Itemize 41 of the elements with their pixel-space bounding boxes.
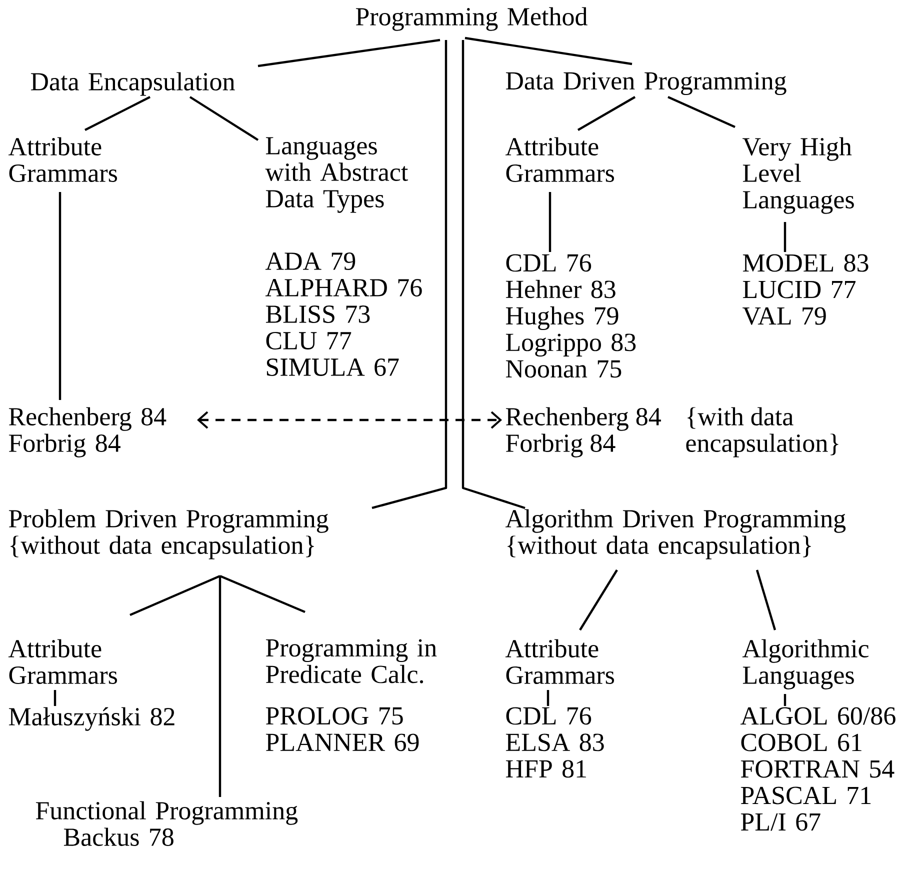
branch-line [577,96,636,131]
branch-line [189,96,259,141]
branch-line [130,574,220,616]
branch-line [372,40,448,510]
category-list: Languages with Abstract Data Types ADA 79 ALPHARD 76 BLISS 73 CLU 77 SIMULA 67 [265,137,422,376]
branch-line [784,694,786,706]
category-label: Attribute Grammars [8,639,117,684]
category-label: Attribute Grammars [8,137,117,182]
category-label: Very High Level Languages [742,137,854,214]
branch-line [220,574,306,614]
branch-line [579,569,618,631]
branch-line [258,38,440,68]
category-label: Attribute Grammars [505,137,614,182]
category-label: Data Encapsulation [30,72,235,96]
category-list: Programming in Predicate Calc. PROLOG 75 PLANNER 69 [266,639,437,752]
branch-line [548,192,552,252]
dashed-double-arrow [197,411,502,429]
branch-line [668,96,736,128]
category-label: Problem Driven Programming {without data encapsulation} [8,509,328,560]
category-label: Data Driven Programming [506,72,786,96]
language-list: Małuszyński 82 [8,707,174,731]
branch-line [54,690,56,706]
branch-line [756,570,776,630]
language-list: CDL 76 ELSA 83 HFP 81 [506,707,604,778]
branch-line [462,40,526,510]
category-label: Algorithm Driven Programming {without data encapsulation} [505,509,846,560]
language-list: MODEL 83 LUCID 77 VAL 79 [742,254,868,325]
category-label: Functional Programming Backus 78 [36,801,298,846]
branch-line [58,192,62,400]
branch-line [546,690,550,706]
language-list: CDL 76 Hehner 83 Hughes 79 Logrippo 83 Noonan 75 [506,254,636,378]
branch-line [218,576,222,797]
root-label: Programming Method [356,7,588,31]
branch-line [84,96,150,131]
branch-line [784,222,786,252]
category-label: Algorithmic Languages [742,639,869,690]
category-label: Attribute Grammars [505,639,614,684]
branch-line [464,36,632,66]
language-list: ALGOL 60/86 COBOL 61 FORTRAN 54 PASCAL 71 PL/I 67 [740,707,896,831]
language-list: Rechenberg 84 Forbrig 84 [8,407,166,458]
language-list: Rechenberg 84 Forbrig 84 {with data encapsulation} [506,407,838,458]
